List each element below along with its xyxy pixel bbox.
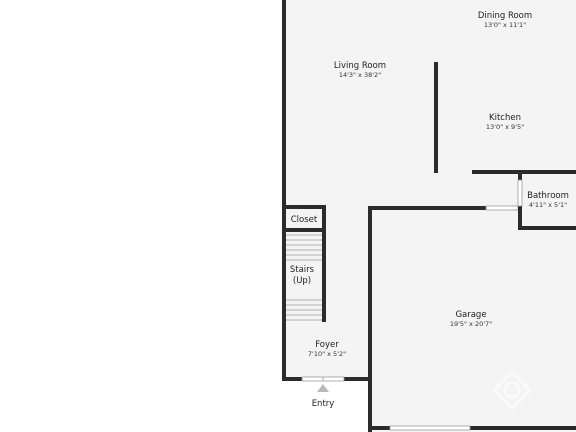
wall-bathroom-bottom [518, 226, 576, 230]
wall-closet-right [322, 205, 326, 232]
stairs-treads [286, 232, 322, 322]
wall-kitchen-partition [434, 62, 438, 173]
room-garage-name: Garage [455, 310, 486, 320]
room-dining-name: Dining Room [478, 11, 532, 21]
room-bathroom-name: Bathroom [527, 191, 569, 201]
wall-garage-left [368, 206, 372, 432]
wall-garage-top [368, 206, 486, 210]
room-dining-dims: 13'0" x 11'1" [484, 21, 526, 29]
bathroom-door [517, 179, 523, 207]
room-kitchen-name: Kitchen [489, 113, 521, 123]
entry-arrow-icon [317, 384, 329, 392]
room-foyer-dims: 7'10" x 5'2" [308, 350, 346, 358]
room-stairs-name: Stairs [290, 265, 315, 275]
room-kitchen-dims: 13'0" x 9'5" [486, 123, 524, 131]
room-living-dims: 14'3" x 38'2" [339, 71, 381, 79]
garage-bay-door [389, 425, 471, 431]
garage-floor [372, 209, 576, 432]
room-living-name: Living Room [334, 61, 386, 71]
entry-label: Entry [312, 399, 335, 409]
wall-stairs-right [322, 232, 326, 322]
wall-foyer-bottom-right [344, 377, 372, 381]
wall-closet-top [286, 205, 326, 209]
wall-garage-bottom [368, 426, 576, 430]
room-stairs-dims: (Up) [293, 276, 311, 286]
wall-kitchen-bottom [472, 170, 576, 174]
wall-foyer-bottom-left [282, 377, 302, 381]
room-garage-dims: 19'5" x 20'7" [450, 320, 492, 328]
room-foyer-name: Foyer [315, 340, 339, 350]
watermark-logo-icon [491, 369, 533, 411]
room-closet-name: Closet [291, 215, 318, 225]
wall-left [282, 0, 286, 381]
wall-closet-bottom [286, 228, 326, 232]
garage-door [485, 205, 519, 211]
room-bathroom-dims: 4'11" x 5'1" [529, 201, 567, 209]
